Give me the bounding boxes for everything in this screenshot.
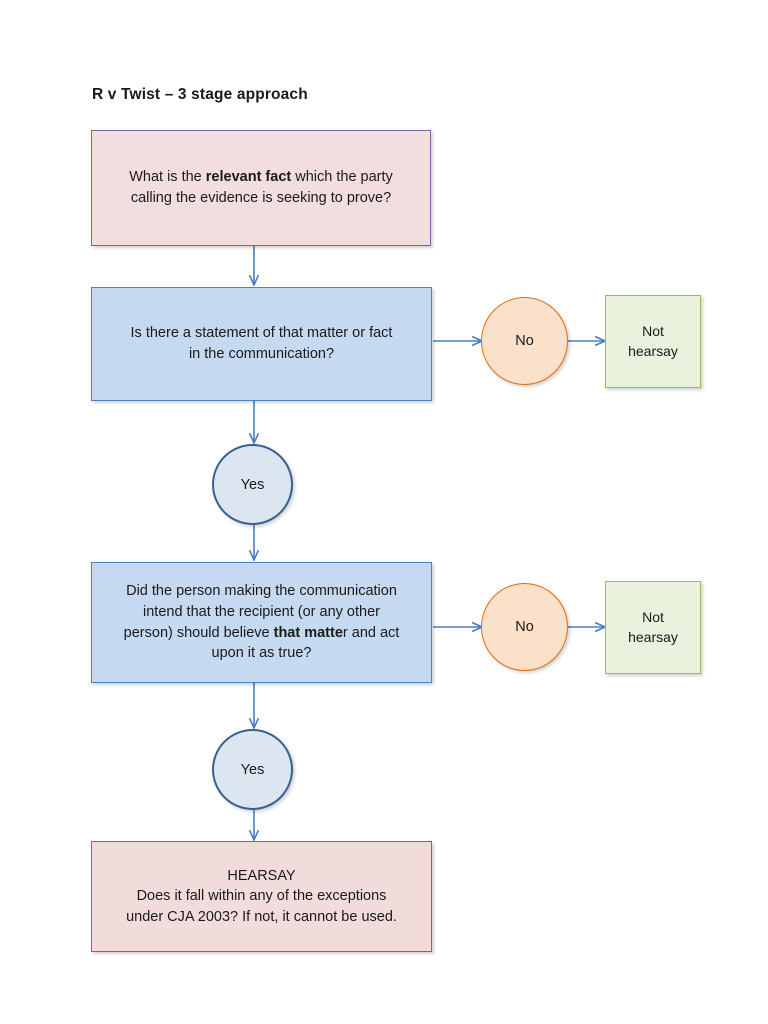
relevant-fact-line2: calling the evidence is seeking to prove… [130,190,392,206]
statement-question-line1: Is there a statement of that matter or f… [130,325,393,342]
node-hearsay-outcome[interactable]: HEARSAY Does it fall within any of the e… [91,841,432,952]
page-title: R v Twist – 3 stage approach [92,86,308,103]
node-statement-question-text: Is there a statement of that matter or f… [121,323,403,364]
relevant-fact-bold: relevant fact [205,169,292,186]
hearsay-line3: under CJA 2003? If not, it cannot be use… [126,908,397,925]
intention-question-line1: Did the person making the communication [126,583,397,600]
not-hearsay-2-line1: Not [642,608,664,625]
statement-question-line2: in the communication? [188,346,335,362]
not-hearsay-1-line1: Not [642,322,664,339]
hearsay-line2: Does it fall within any of the exception… [136,888,387,905]
intention-question-line3-prefix: person) should believe [123,624,274,641]
node-intention-question-text: Did the person making the communication … [114,581,410,663]
intention-question-bold: that matte [273,624,343,641]
intention-question-line2: intend that the recipient (or any other [143,603,380,620]
decision-no-1-label: No [515,333,534,349]
node-not-hearsay-1-text: Not hearsay [618,322,688,362]
decision-yes-1[interactable]: Yes [212,444,293,525]
node-not-hearsay-2[interactable]: Not hearsay [605,581,701,674]
relevant-fact-line1-prefix: What is the [129,169,206,186]
node-intention-question[interactable]: Did the person making the communication … [91,562,432,683]
node-statement-question[interactable]: Is there a statement of that matter or f… [91,287,432,401]
decision-no-1[interactable]: No [481,297,568,385]
node-not-hearsay-2-text: Not hearsay [618,608,688,648]
not-hearsay-2-line2: hearsay [628,628,678,645]
decision-no-2[interactable]: No [481,583,568,671]
decision-yes-2-label: Yes [240,761,265,778]
decision-yes-2[interactable]: Yes [212,729,293,810]
intention-question-line3-suffix: r and act [342,624,400,641]
hearsay-line1: HEARSAY [227,867,296,884]
decision-no-2-label: No [515,619,534,635]
node-relevant-fact[interactable]: What is the relevant fact which the part… [91,130,431,246]
relevant-fact-line1-suffix: which the party [291,169,393,186]
decision-yes-1-label: Yes [240,476,265,493]
not-hearsay-1-line2: hearsay [628,342,678,359]
node-relevant-fact-text: What is the relevant fact which the part… [119,167,403,208]
intention-question-line4: upon it as true? [211,645,312,662]
node-not-hearsay-1[interactable]: Not hearsay [605,295,701,388]
node-hearsay-outcome-text: HEARSAY Does it fall within any of the e… [116,866,407,928]
